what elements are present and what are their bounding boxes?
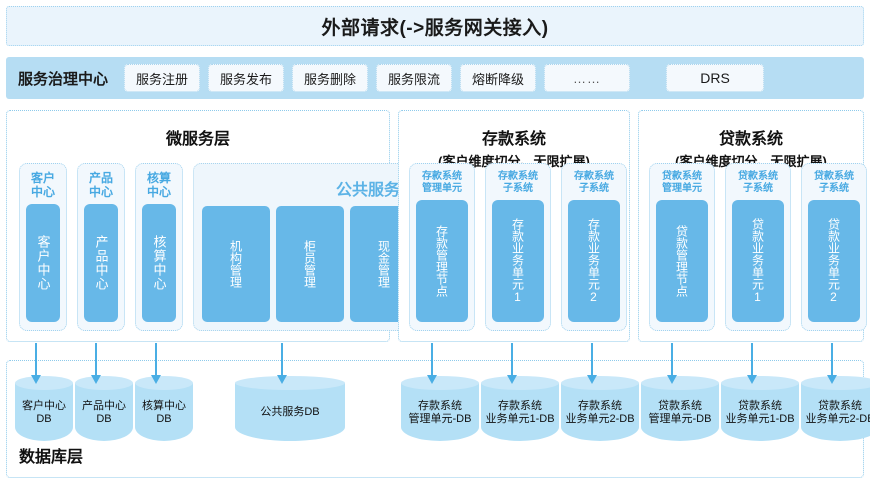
service-governance-bar: 服务治理中心 服务注册 服务发布 服务删除 服务限流 熔断降级 …… DRS — [6, 57, 864, 99]
service-card-label: 核算 中心 — [146, 171, 171, 200]
database-layer-title: 数据库层 — [19, 449, 84, 466]
database-cylinder-label: 贷款系统 管理单元-DB — [648, 399, 712, 425]
database-cylinder[interactable]: 存款系统 业务单元1-DB — [481, 376, 559, 441]
connector-arrow — [151, 343, 161, 384]
service-card-product-center[interactable]: 产品 中心 产品中心 — [77, 163, 125, 331]
governance-chip-drs[interactable]: DRS — [666, 64, 765, 92]
database-cylinder-label: 存款系统 业务单元2-DB — [565, 399, 635, 425]
service-card-customer-center[interactable]: 客户 中心 客户中心 — [19, 163, 67, 331]
banner-title: 外部请求(->服务网关接入) — [321, 17, 549, 39]
database-cylinder[interactable]: 贷款系统 业务单元1-DB — [721, 376, 799, 441]
unit-inner-box: 贷款业务单元2 — [808, 200, 860, 322]
database-cylinder[interactable]: 贷款系统 业务单元2-DB — [801, 376, 870, 441]
deposit-system-subtitle: (客户维度切分、无限扩展) — [438, 154, 590, 169]
service-inner-box: 产品中心 — [84, 204, 118, 322]
connector-arrow — [827, 343, 837, 384]
loan-system-panel: 贷款系统 (客户维度切分、无限扩展) 贷款系统 管理单元 贷款管理节点 贷款系统… — [638, 110, 867, 342]
unit-inner-box: 存款管理节点 — [416, 200, 468, 322]
connector-arrow — [277, 343, 287, 384]
loan-system-title: 贷款系统 — [718, 131, 783, 148]
connector-arrow — [507, 343, 517, 384]
microservice-columns: 客户 中心 客户中心 产品 中心 产品中心 核算 中心 核算中心 公共服务中心 … — [7, 163, 575, 331]
microservice-layer-title: 微服务层 — [165, 131, 230, 148]
governance-chip-circuit-breaker[interactable]: 熔断降级 — [460, 64, 537, 92]
unit-card-label: 贷款系统 子系统 — [814, 171, 854, 194]
database-cylinder-label: 核算中心 DB — [142, 399, 186, 425]
deposit-system-panel: 存款系统 (客户维度切分、无限扩展) 存款系统 管理单元 存款管理节点 存款系统… — [398, 110, 630, 342]
deposit-system-title: 存款系统 — [481, 131, 546, 148]
loan-subsystem-card-2[interactable]: 贷款系统 子系统 贷款业务单元2 — [801, 163, 867, 331]
database-cylinder[interactable]: 核算中心 DB — [135, 376, 193, 441]
database-cylinder-label: 产品中心 DB — [82, 399, 126, 425]
unit-card-label: 存款系统 管理单元 — [422, 171, 462, 194]
connector-arrow — [427, 343, 437, 384]
external-request-banner: 外部请求(->服务网关接入) — [6, 6, 864, 46]
connector-arrow — [747, 343, 757, 384]
connector-arrow — [91, 343, 101, 384]
unit-card-label: 贷款系统 管理单元 — [662, 171, 702, 194]
governance-chip-more[interactable]: …… — [544, 64, 631, 92]
service-card-accounting-center[interactable]: 核算 中心 核算中心 — [135, 163, 183, 331]
loan-management-unit-card[interactable]: 贷款系统 管理单元 贷款管理节点 — [649, 163, 715, 331]
unit-inner-box: 贷款业务单元1 — [732, 200, 784, 322]
governance-chip-register[interactable]: 服务注册 — [124, 64, 201, 92]
database-cylinder-label: 存款系统 管理单元-DB — [408, 399, 472, 425]
deposit-subsystem-card-1[interactable]: 存款系统 子系统 存款业务单元1 — [485, 163, 551, 331]
database-cylinder[interactable]: 存款系统 管理单元-DB — [401, 376, 479, 441]
deposit-management-unit-card[interactable]: 存款系统 管理单元 存款管理节点 — [409, 163, 475, 331]
unit-card-label: 贷款系统 子系统 — [738, 171, 778, 194]
loan-subsystem-card-1[interactable]: 贷款系统 子系统 贷款业务单元1 — [725, 163, 791, 331]
governance-chip-publish[interactable]: 服务发布 — [208, 64, 285, 92]
governance-title: 服务治理中心 — [18, 70, 109, 88]
unit-inner-box: 存款业务单元2 — [568, 200, 620, 322]
public-module-org-management[interactable]: 机构管理 — [202, 206, 270, 322]
database-cylinder-label: 公共服务DB — [260, 406, 320, 419]
governance-chip-delete[interactable]: 服务删除 — [292, 64, 369, 92]
connector-arrow — [31, 343, 41, 384]
unit-card-label: 存款系统 子系统 — [498, 171, 538, 194]
database-cylinder-label: 存款系统 业务单元1-DB — [485, 399, 555, 425]
deposit-unit-columns: 存款系统 管理单元 存款管理节点 存款系统 子系统 存款业务单元1 存款系统 子… — [399, 163, 629, 331]
database-cylinder[interactable]: 贷款系统 管理单元-DB — [641, 376, 719, 441]
database-cylinder-label: 贷款系统 业务单元2-DB — [805, 399, 870, 425]
database-cylinder-label: 客户中心 DB — [22, 399, 66, 425]
unit-card-label: 存款系统 子系统 — [574, 171, 614, 194]
service-inner-box: 核算中心 — [142, 204, 176, 322]
database-cylinder[interactable]: 公共服务DB — [235, 376, 345, 441]
database-cylinder[interactable]: 产品中心 DB — [75, 376, 133, 441]
database-layer-panel: 数据库层 客户中心 DB 产品中心 DB 核算中心 DB 公共服务DB 存款系统 管理单… — [6, 360, 870, 478]
service-card-label: 客户 中心 — [30, 171, 55, 200]
connector-arrow — [667, 343, 677, 384]
unit-inner-box: 存款业务单元1 — [492, 200, 544, 322]
microservice-layer-panel: 微服务层 客户 中心 客户中心 产品 中心 产品中心 核算 中心 核算中心 公共… — [6, 110, 575, 342]
governance-chip-throttle[interactable]: 服务限流 — [376, 64, 453, 92]
service-inner-box: 客户中心 — [26, 204, 60, 322]
database-cylinder-label: 贷款系统 业务单元1-DB — [725, 399, 795, 425]
loan-unit-columns: 贷款系统 管理单元 贷款管理节点 贷款系统 子系统 贷款业务单元1 贷款系统 子… — [639, 163, 867, 331]
database-cylinder[interactable]: 存款系统 业务单元2-DB — [561, 376, 639, 441]
unit-inner-box: 贷款管理节点 — [656, 200, 708, 322]
database-cylinder[interactable]: 客户中心 DB — [15, 376, 73, 441]
deposit-subsystem-card-2[interactable]: 存款系统 子系统 存款业务单元2 — [561, 163, 627, 331]
connector-arrow — [587, 343, 597, 384]
service-card-label: 产品 中心 — [88, 171, 113, 200]
public-module-teller-management[interactable]: 柜员管理 — [276, 206, 344, 322]
